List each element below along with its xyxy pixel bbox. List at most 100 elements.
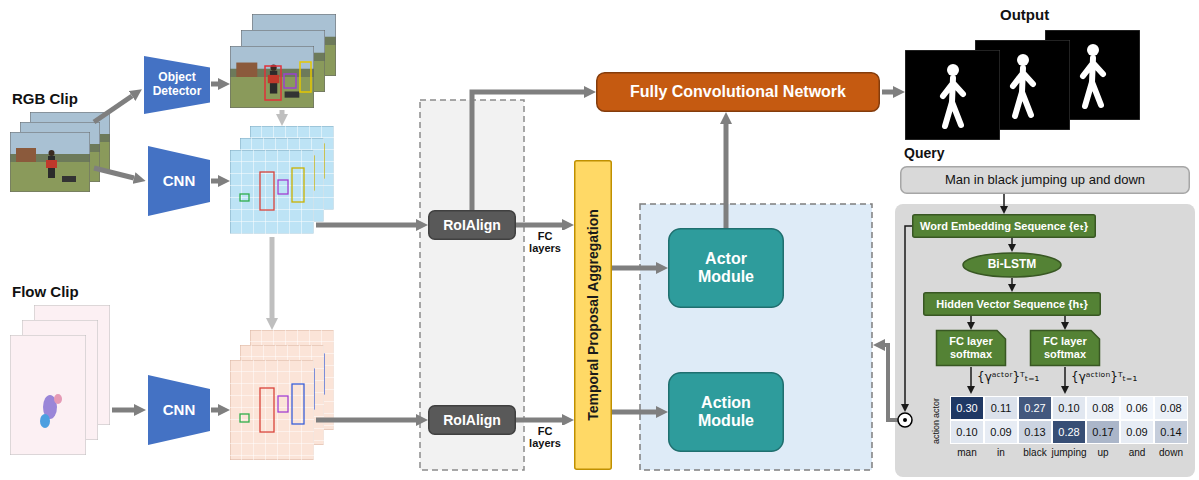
word-label: black [1018,447,1052,458]
flow-clip [10,305,110,455]
clip-label: RGB Clip [12,90,78,107]
module-box-outline [669,229,784,308]
connector [516,418,562,423]
hadamard-symbol [903,418,907,422]
node-text: Fully Convolutional Network [630,83,846,101]
table-cell: 0.13 [1018,420,1052,444]
flow-arrow [112,408,134,413]
detector-block-outline [144,56,210,114]
flow-arrow [94,96,132,122]
rgb-feature-map [230,150,314,234]
detection-frames [284,74,296,88]
node-text: CNN [163,172,196,189]
light-arrow [270,237,275,318]
fc-softmax-box-outline [1031,331,1100,366]
connector [612,266,656,271]
flow-arrow [316,223,416,228]
node-text: Temporal Proposal Aggregation [585,209,601,421]
table-cell: 0.08 [1086,396,1120,420]
node-text: Man in black jumping up and down [945,173,1145,188]
flow-arrow [211,408,218,413]
hadamard-symbol [898,413,912,427]
detector-block: Object Detector [144,56,210,114]
flow-arrow [94,168,134,178]
flow-clip [10,335,86,455]
word-label: and [1120,447,1154,458]
aggregation-box-outline [575,161,612,470]
query-box: Man in black jumping up and down [900,166,1190,194]
detection-frames [230,46,314,108]
node-text: RoIAlign [443,217,501,233]
node-text: Action Module [676,394,776,431]
flow-arrow [882,90,893,95]
table-cell: 0.27 [1018,396,1052,420]
connector [1011,278,1013,284]
word-label: man [950,447,984,458]
connector [724,124,729,228]
light-arrow [280,110,285,114]
fcn-box-outline [597,73,880,112]
connector [1011,238,1013,244]
module-panel [640,204,872,470]
flow-feature-map [230,360,314,460]
detection-frames [265,66,281,100]
weight-label: {γᵃᶜᵗⁱᵒⁿ}ᵀₜ₌₁ [1071,370,1137,384]
module-box: Actor Module [668,228,784,308]
connector [1003,194,1005,206]
rgb-feature-map [230,126,334,234]
table-cell: 0.30 [950,396,984,420]
lstm-ellipse: Bi-LSTM [962,252,1062,278]
table-cell: 0.10 [950,420,984,444]
embedding-box: Word Embedding Sequence {eₜ} [912,214,1096,238]
table-cell: 0.06 [1120,396,1154,420]
node-text: Hidden Vector Sequence {hₜ} [936,298,1088,311]
node-text: Word Embedding Sequence {eₜ} [920,220,1088,233]
roialign-box-outline [429,211,516,240]
fc-softmax-box: FC layer softmax [936,330,1006,366]
table-cell: 0.10 [1052,396,1086,420]
roialign-box: RoIAlign [428,210,516,240]
node-text: FC layer softmax [1034,335,1096,360]
flow-arrow [211,179,218,184]
table-cell: 0.09 [1120,420,1154,444]
query-arrow [970,367,972,386]
flow-arrow [94,84,898,420]
output-masks [905,30,1140,140]
hadamard-symbol [898,413,912,427]
flow-arrow [316,418,416,423]
aggregation-box: Temporal Proposal Aggregation [574,160,612,470]
edge-label: FC layers [525,425,565,449]
fcn-box: Fully Convolutional Network [596,72,880,112]
node-text: Bi-LSTM [988,258,1037,272]
flow-feature-map [230,330,334,460]
roialign-box: RoIAlign [428,405,516,435]
table-cell: 0.11 [984,396,1018,420]
query-arrow [1064,367,1066,386]
fc-softmax-box-outline [937,331,1006,366]
word-label: up [1086,447,1120,458]
connector [1064,316,1066,322]
module-box: Action Module [668,372,784,452]
cnn-block: CNN [148,375,210,445]
query-arrow [905,226,912,404]
weight-label: {γᵃᶜᵗᵒʳ}ᵀₜ₌₁ [977,370,1039,384]
hidden-box: Hidden Vector Sequence {hₜ} [923,292,1101,316]
lstm-ellipse-outline [963,253,1061,277]
rgb-clip [10,112,110,192]
connector [970,316,972,322]
cnn-block: CNN [148,146,210,216]
fc-softmax-box: FC layer softmax [1030,330,1100,366]
word-label: in [984,447,1018,458]
hidden-box-outline [924,293,1101,316]
connector [472,92,584,210]
cnn-block-outline [148,375,210,445]
clip-label: Flow Clip [12,283,79,300]
connector [612,410,656,415]
query-label: Query [904,145,944,161]
edge-label: FC layers [525,230,565,254]
node-text: Actor Module [676,250,776,287]
table-cell: 0.28 [1052,420,1086,444]
detection-frames [230,14,336,108]
